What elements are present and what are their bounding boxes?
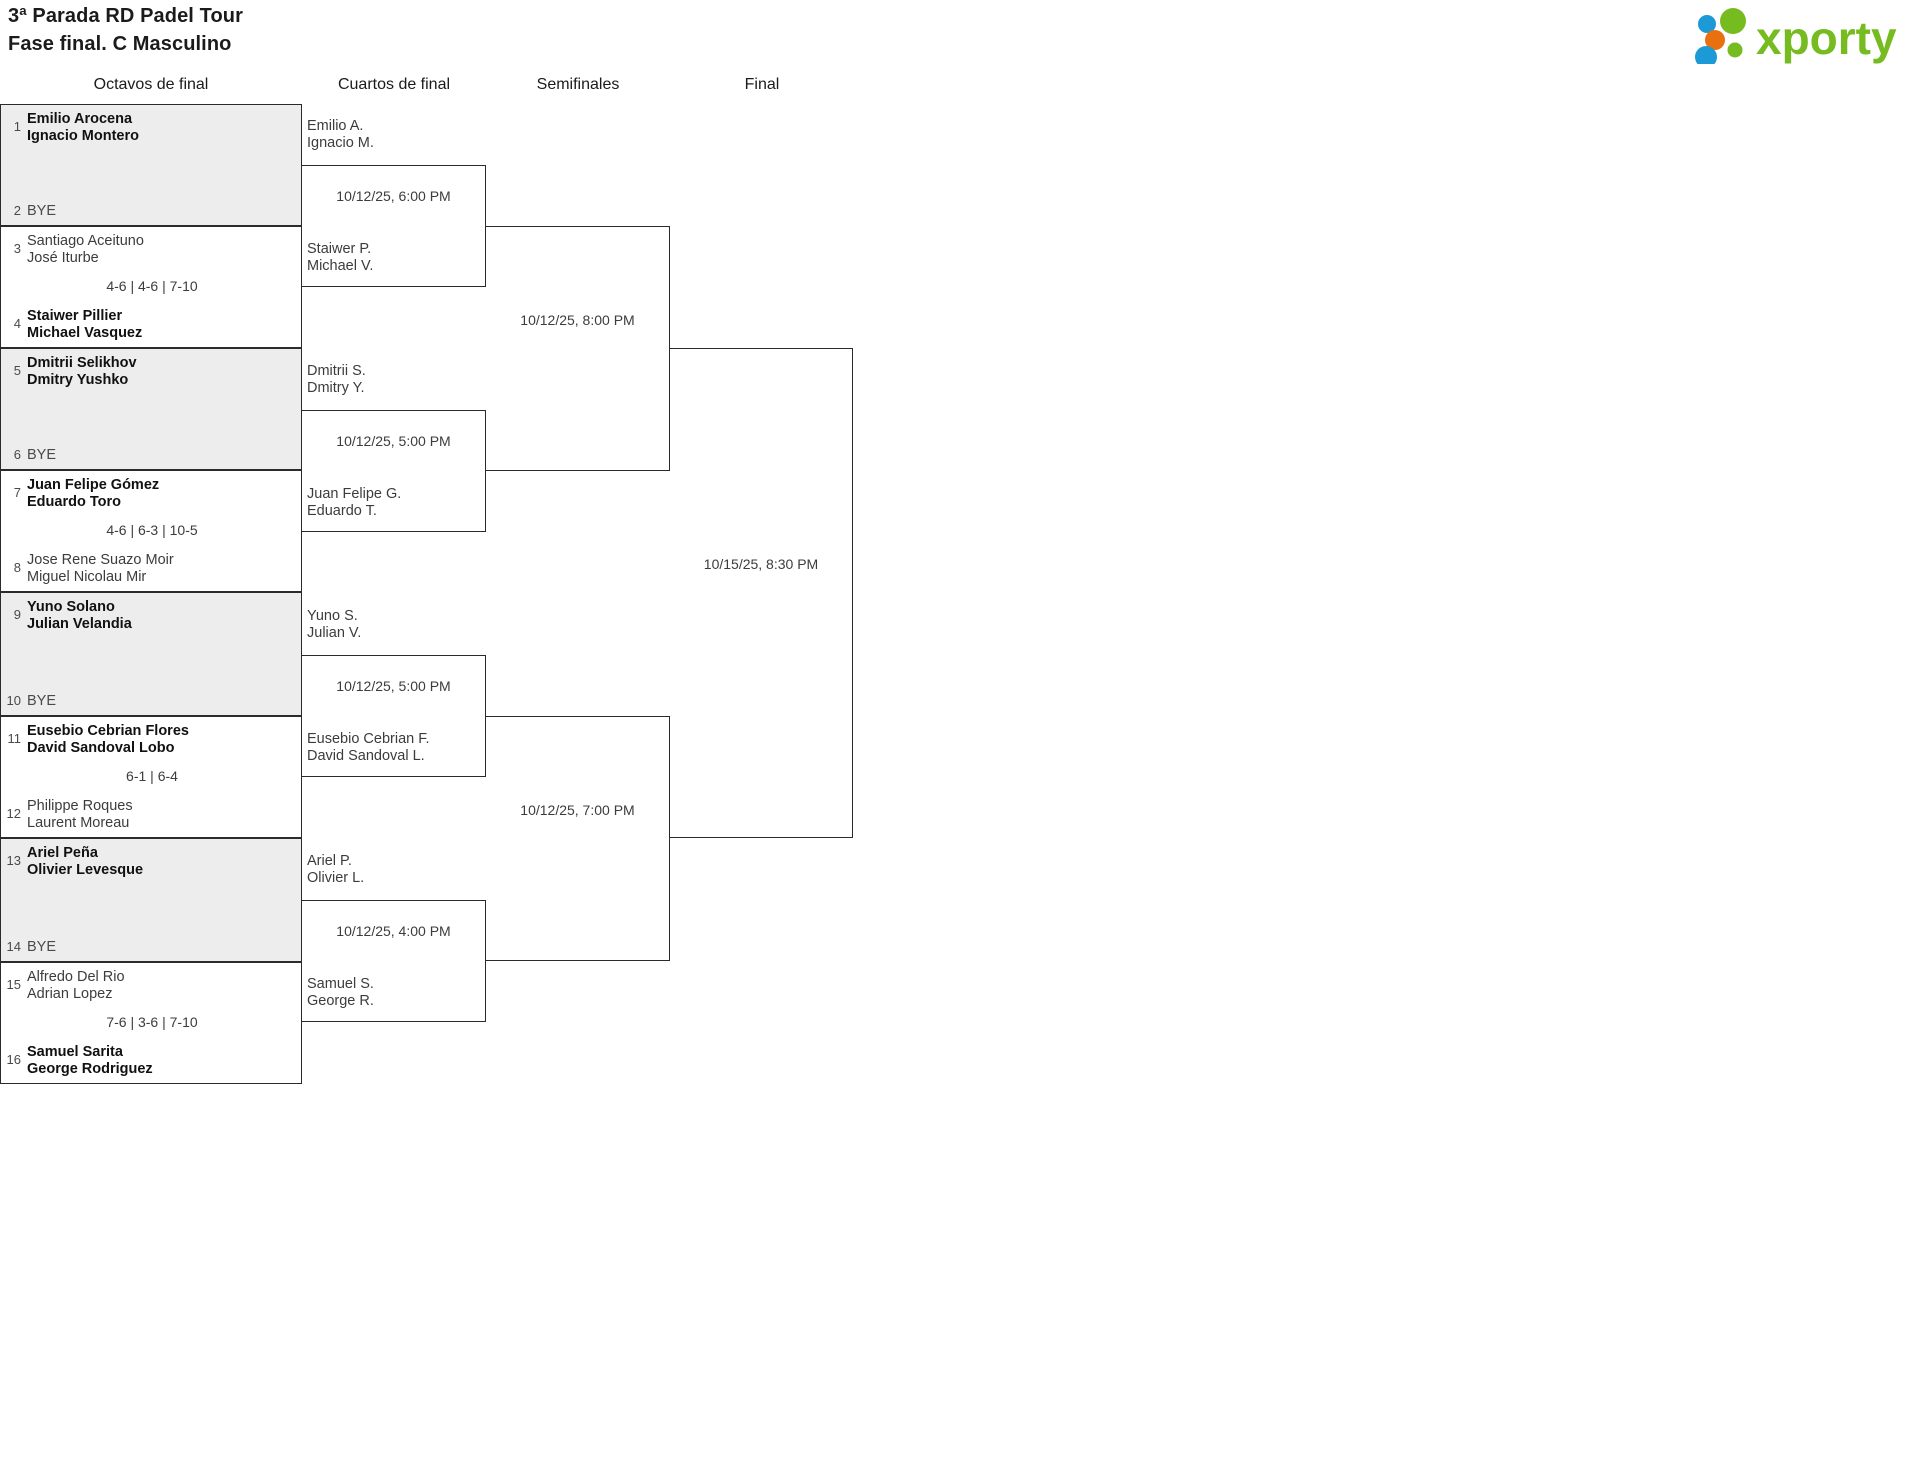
r3-match-1-connector[interactable]: 10/12/25, 8:00 PM <box>486 226 670 471</box>
seed-number: 4 <box>13 316 21 331</box>
seed-number: 10 <box>6 693 21 708</box>
tournament-phase: Fase final. C Masculino <box>8 33 232 55</box>
bye-label: BYE <box>27 693 57 709</box>
match-score: 4-6 | 4-6 | 7-10 <box>106 278 198 294</box>
r1-match-1-bottom-team[interactable]: 2 BYE <box>1 203 303 219</box>
match-score: 6-1 | 6-4 <box>126 768 178 784</box>
match-datetime: 10/12/25, 6:00 PM <box>336 188 451 204</box>
seed-number: 11 <box>7 731 22 746</box>
seed-number: 2 <box>13 203 21 218</box>
match-datetime: 10/12/25, 5:00 PM <box>336 433 451 449</box>
r2-match-2-bottom-team[interactable]: Juan Felipe G.Eduardo T. <box>307 486 402 519</box>
seed-number: 14 <box>6 939 21 954</box>
r2-match-3-top-team[interactable]: Yuno S.Julian V. <box>307 608 362 641</box>
seed-number: 13 <box>6 853 21 868</box>
r2-match-3-bottom-team[interactable]: Eusebio Cebrian F.David Sandoval L. <box>307 731 430 764</box>
match-datetime: 10/12/25, 5:00 PM <box>336 678 451 694</box>
bye-label: BYE <box>27 939 57 955</box>
match-datetime: 10/12/25, 4:00 PM <box>336 923 451 939</box>
r1-match-7-bottom-team[interactable]: 14 BYE <box>1 939 303 955</box>
r2-match-2-connector[interactable]: 10/12/25, 5:00 PM <box>302 410 486 532</box>
r2-match-3-connector[interactable]: 10/12/25, 5:00 PM <box>302 655 486 777</box>
r2-match-1-bottom-team[interactable]: Staiwer P.Michael V. <box>307 241 374 274</box>
match-datetime: 10/12/25, 8:00 PM <box>520 312 635 328</box>
r1-match-3-bottom-team[interactable]: 6 BYE <box>1 447 303 463</box>
svg-text:xporty: xporty <box>1756 12 1897 64</box>
match-datetime: 10/12/25, 7:00 PM <box>520 802 635 818</box>
r2-match-4-bottom-team[interactable]: Samuel S.George R. <box>307 976 374 1009</box>
xporty-logo-icon: xporty <box>1695 8 1897 64</box>
bye-label: BYE <box>27 203 57 219</box>
round-header-octavos: Octavos de final <box>93 76 209 93</box>
r4-final-connector[interactable]: 10/15/25, 8:30 PM <box>670 348 853 838</box>
match-datetime: 10/15/25, 8:30 PM <box>703 556 819 572</box>
round-header-final: Final <box>744 76 780 93</box>
seed-number: 8 <box>13 560 21 575</box>
seed-number: 1 <box>13 119 21 134</box>
r2-match-1-connector[interactable]: 10/12/25, 6:00 PM <box>302 165 486 287</box>
seed-number: 5 <box>13 363 21 378</box>
seed-number: 16 <box>6 1052 21 1067</box>
tournament-name: 3ª Parada RD Padel Tour <box>8 5 243 27</box>
seed-number: 15 <box>6 977 21 992</box>
seed-number: 6 <box>13 447 21 462</box>
seed-number: 12 <box>6 806 21 821</box>
round-header-semifinales: Semifinales <box>536 76 620 93</box>
r1-match-5-bottom-team[interactable]: 10 BYE <box>1 693 303 709</box>
seed-number: 3 <box>13 241 21 256</box>
r2-match-4-top-team[interactable]: Ariel P.Olivier L. <box>307 853 365 886</box>
r3-match-2-connector[interactable]: 10/12/25, 7:00 PM <box>486 716 670 961</box>
xporty-logo: xporty <box>1694 8 1906 64</box>
seed-number: 7 <box>13 485 21 500</box>
bye-label: BYE <box>27 447 57 463</box>
r2-match-2-top-team[interactable]: Dmitrii S.Dmitry Y. <box>307 363 366 396</box>
match-score: 4-6 | 6-3 | 10-5 <box>106 522 198 538</box>
seed-number: 9 <box>13 607 21 622</box>
round-header-cuartos: Cuartos de final <box>337 76 451 93</box>
match-score: 7-6 | 3-6 | 7-10 <box>106 1014 198 1030</box>
r2-match-4-connector[interactable]: 10/12/25, 4:00 PM <box>302 900 486 1022</box>
r2-match-1-top-team[interactable]: Emilio A.Ignacio M. <box>307 118 374 151</box>
page-title: 3ª Parada RD Padel Tour Fase final. C Ma… <box>8 2 243 58</box>
